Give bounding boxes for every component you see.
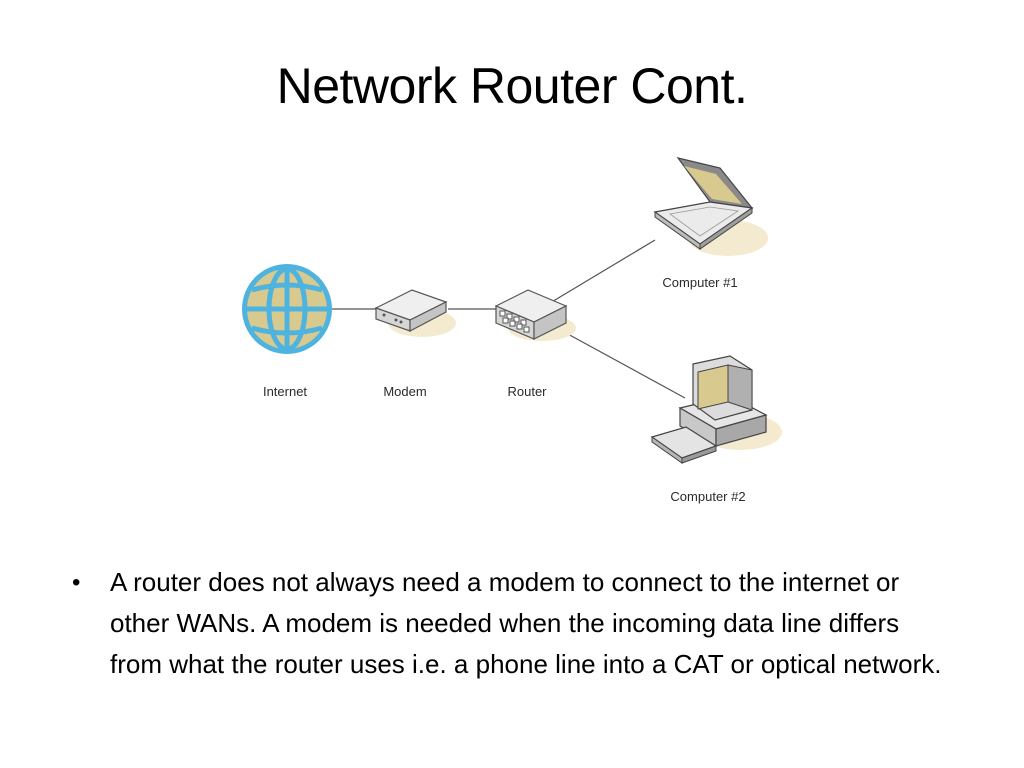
slide-title: Network Router Cont.: [276, 58, 748, 114]
computer1-label: Computer #1: [662, 275, 737, 290]
desktop-computer-icon: [650, 355, 782, 464]
connection-lines: [330, 239, 686, 399]
bullet-list: • A router does not always need a modem …: [72, 562, 952, 685]
network-diagram: Internet Modem: [200, 140, 820, 520]
router-computer2-link: [565, 332, 686, 399]
modem-icon: [374, 289, 456, 337]
router-label: Router: [507, 384, 547, 399]
modem-label: Modem: [383, 384, 426, 399]
laptop-icon: [653, 157, 768, 256]
router-computer1-link: [549, 239, 656, 304]
bullet-item: • A router does not always need a modem …: [72, 562, 952, 685]
internet-label: Internet: [263, 384, 307, 399]
bullet-text: A router does not always need a modem to…: [110, 567, 942, 679]
bullet-marker: •: [72, 569, 81, 596]
computer2-label: Computer #2: [670, 489, 745, 504]
globe-icon: [242, 264, 332, 354]
router-icon: [494, 289, 576, 341]
